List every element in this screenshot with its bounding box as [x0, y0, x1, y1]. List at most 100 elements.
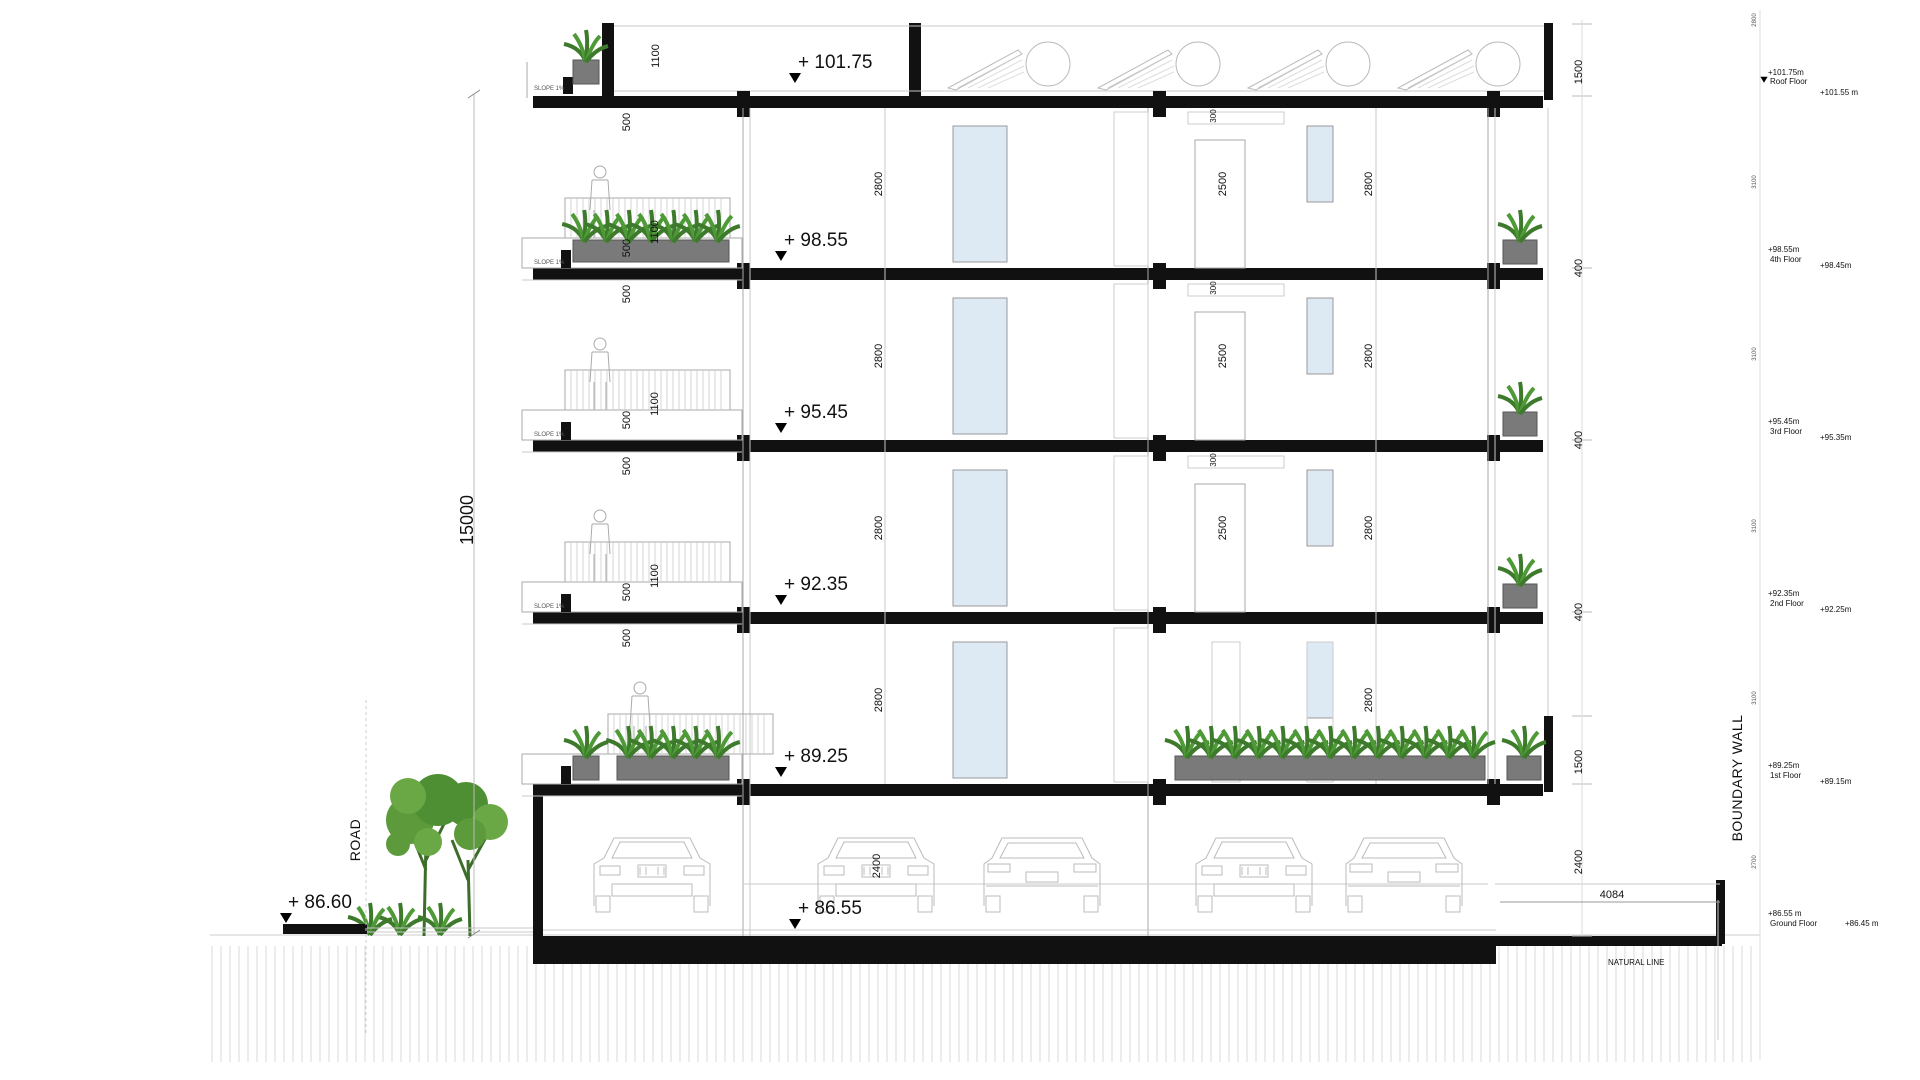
level-first: + 89.25 [784, 746, 848, 767]
planter-box [1506, 755, 1542, 781]
ftf-4: 3100 [1752, 691, 1758, 705]
slab-third [533, 440, 1543, 452]
slope-note-3: SLOPE 1% [534, 432, 565, 438]
first-floor-parapet [1544, 716, 1553, 792]
balcony-railing [564, 369, 731, 411]
dim-parking-height: 2400 [1573, 850, 1585, 874]
svg-text:4th Floor: 4th Floor [1770, 255, 1802, 264]
plant [1282, 724, 1331, 760]
plant [1496, 208, 1544, 244]
dim-room-height-4b: 2800 [1363, 172, 1375, 196]
dim-lintel-4: 300 [1209, 109, 1218, 123]
planter-box [1502, 583, 1538, 609]
svg-text:+101.75m: +101.75m [1768, 68, 1804, 77]
level-road: + 86.60 [288, 892, 352, 913]
plant [1234, 724, 1283, 760]
door-frame [1211, 641, 1241, 783]
plant [1353, 724, 1402, 760]
plant [1425, 724, 1474, 760]
dim-balcony-plinth-2: 500 [621, 583, 633, 601]
svg-text:+89.25m: +89.25m [1768, 761, 1800, 770]
dim-balcony-rail-2: 1100 [649, 564, 661, 588]
planter-box [1502, 411, 1538, 437]
dim-floor-thk-2: 400 [1573, 603, 1585, 621]
level-roof: + 101.75 [798, 52, 873, 73]
dim-slab-gap-2: 500 [621, 285, 633, 303]
dim-room-height-4a: 2800 [873, 172, 885, 196]
balcony-curb [561, 422, 571, 440]
door [1194, 483, 1246, 613]
right-level-table: +101.75m Roof Floor +101.55 m +98.55m 4t… [1752, 13, 1879, 928]
svg-text:2nd Floor: 2nd Floor [1770, 599, 1804, 608]
slab-setback [1496, 936, 1722, 946]
column-node [1487, 91, 1500, 117]
planters [560, 28, 1548, 781]
slab-fourth [533, 268, 1543, 280]
balcony-curb [561, 250, 571, 268]
planter-box [572, 755, 600, 781]
window-tall [952, 641, 1008, 779]
dim-first-side: 1500 [1573, 750, 1585, 774]
balcony-curb [561, 594, 571, 612]
ground-left-wall [533, 794, 543, 944]
level-reference-column [1717, 10, 1761, 1060]
dim-setback: 4084 [1600, 889, 1624, 901]
dim-room-height-3b: 2800 [1363, 344, 1375, 368]
lintel [1187, 111, 1285, 125]
door-frame [1306, 641, 1334, 783]
inner-walls [543, 108, 1720, 936]
right-level-third: +95.45m 3rd Floor +95.35m [1768, 417, 1852, 442]
floor-slabs [533, 96, 1725, 964]
plant [1401, 724, 1450, 760]
tree [346, 774, 508, 937]
windows [952, 111, 1334, 783]
dim-door-height-2: 2500 [1217, 516, 1229, 540]
svg-text:+98.55m: +98.55m [1768, 245, 1800, 254]
planter-box [616, 755, 730, 781]
window-tall [952, 125, 1008, 263]
dim-total-height: 15000 [457, 495, 477, 545]
dim-slab-gap-3: 500 [621, 457, 633, 475]
window-small [1306, 469, 1334, 547]
dim-slab-gap-4: 500 [621, 629, 633, 647]
lintel [1187, 455, 1285, 469]
window-tall [952, 297, 1008, 435]
planter-box [1502, 239, 1538, 265]
plant [693, 208, 742, 244]
right-level-first: +89.25m 1st Floor +89.15m [1768, 761, 1852, 786]
svg-text:+86.45 m: +86.45 m [1845, 919, 1879, 928]
plant [693, 724, 742, 760]
plant [1329, 724, 1378, 760]
road-label: ROAD [347, 819, 363, 861]
window-small [1306, 297, 1334, 375]
column-node [1153, 263, 1166, 289]
window-small [1306, 125, 1334, 203]
roof-structure [526, 23, 1553, 100]
level-third: + 95.45 [784, 402, 848, 423]
plant [1258, 724, 1307, 760]
dim-door-height-4: 2500 [1217, 172, 1229, 196]
door [1194, 139, 1246, 269]
ftf-2: 3100 [1752, 347, 1758, 361]
plant [562, 724, 610, 760]
column-node [1487, 435, 1500, 461]
dimension-lines [467, 20, 1592, 939]
level-second: + 92.35 [784, 574, 848, 595]
svg-text:+92.35m: +92.35m [1768, 589, 1800, 598]
svg-text:+98.45m: +98.45m [1820, 261, 1852, 270]
ftf-1: 3100 [1752, 175, 1758, 189]
plant [1496, 552, 1544, 588]
dim-parking-height-inner: 2400 [871, 854, 883, 878]
level-ground: + 86.55 [798, 898, 862, 919]
dim-room-height-1a: 2800 [873, 688, 885, 712]
planter-box [1174, 755, 1486, 781]
slab-first [533, 784, 1543, 796]
dim-door-height-3: 2500 [1217, 344, 1229, 368]
right-level-fourth: +98.55m 4th Floor +98.45m [1768, 245, 1852, 270]
shaft-panel [1113, 111, 1149, 267]
dim-lintel-3: 300 [1209, 281, 1218, 295]
right-level-second: +92.35m 2nd Floor +92.25m [1768, 589, 1852, 614]
balcony-railing [564, 541, 731, 583]
column-node [737, 91, 750, 117]
